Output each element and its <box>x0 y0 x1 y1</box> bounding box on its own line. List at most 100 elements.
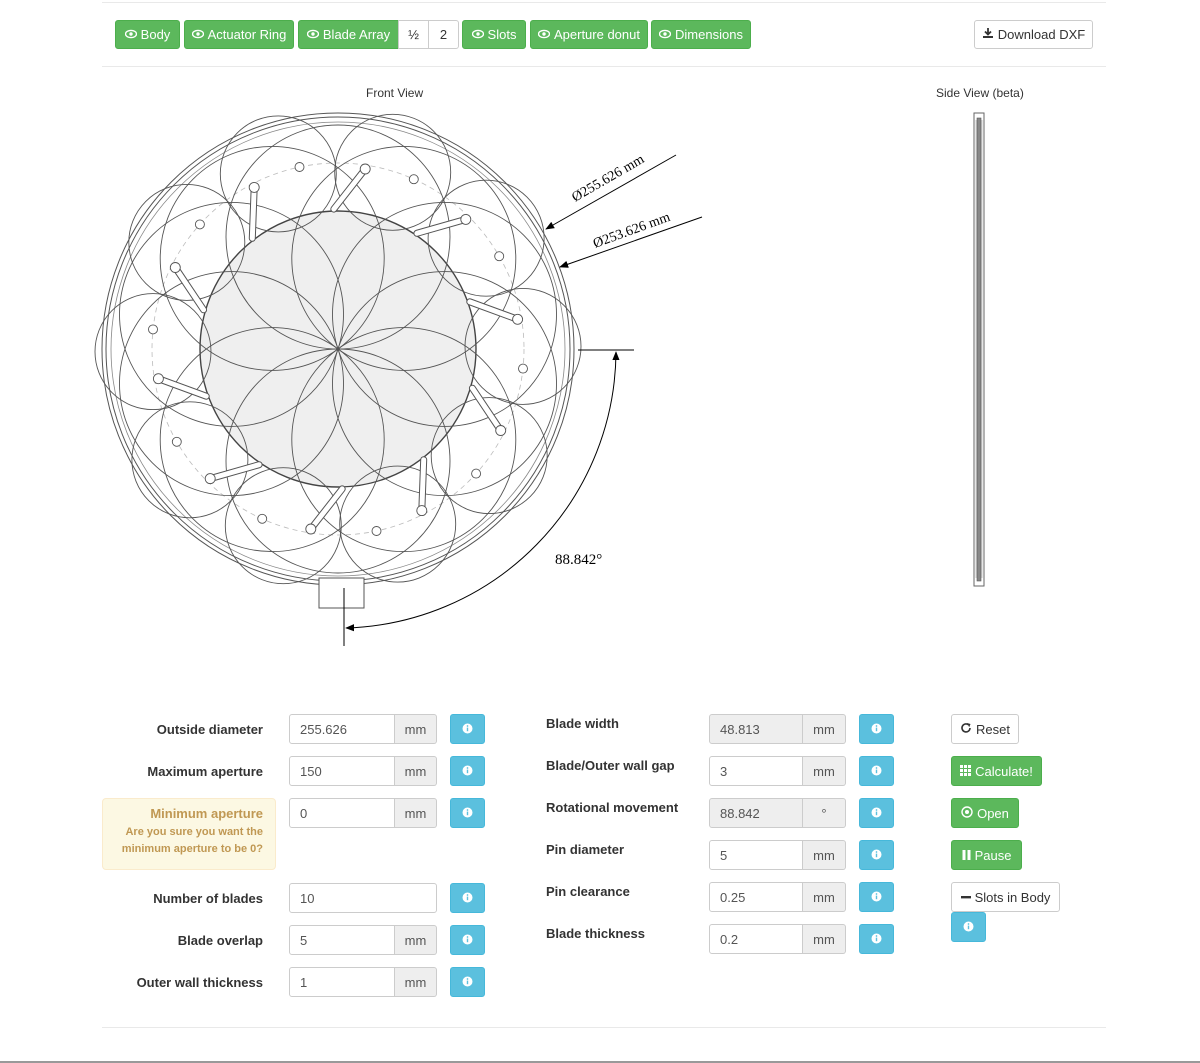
blade-array-two-button[interactable]: 2 <box>428 20 459 49</box>
pin-clearance-unit: mm <box>803 882 846 912</box>
outside-diameter-info-button[interactable] <box>450 714 485 744</box>
pin <box>148 324 158 335</box>
toggle-body-label: Body <box>140 27 171 42</box>
pin <box>305 523 317 535</box>
pin <box>294 162 305 172</box>
slots-in-body-button[interactable]: Slots in Body <box>951 882 1060 912</box>
reset-label: Reset <box>976 721 1010 737</box>
slot-fill <box>172 265 207 313</box>
wall-gap-unit: mm <box>803 756 846 786</box>
max-aperture-info-button[interactable] <box>450 756 485 786</box>
blade-overlap-info-button[interactable] <box>450 925 485 955</box>
blade-thickness-info-button[interactable] <box>859 924 894 954</box>
pin-clearance-input[interactable]: 0.25 <box>709 882 803 912</box>
toggle-dimensions-button[interactable]: Dimensions <box>651 20 751 49</box>
blade-overlap-input[interactable]: 5 <box>289 925 395 955</box>
num-blades-input[interactable]: 10 <box>289 883 437 913</box>
max-aperture-label: Maximum aperture <box>147 764 263 779</box>
download-dxf-button[interactable]: Download DXF <box>974 20 1093 49</box>
download-icon <box>982 27 994 42</box>
pause-button[interactable]: Pause <box>951 840 1022 870</box>
eye-icon <box>306 27 320 42</box>
info-icon <box>462 933 473 948</box>
pin-clearance-label: Pin clearance <box>546 884 630 899</box>
download-dxf-label: Download DXF <box>997 27 1086 42</box>
outer-wall-info-button[interactable] <box>450 967 485 997</box>
slot-fill <box>207 462 262 482</box>
rot-movement-info-button[interactable] <box>859 798 894 828</box>
blade-lobe <box>94 293 212 411</box>
rot-movement-input[interactable]: 88.842 <box>709 798 803 828</box>
blade-thickness-input[interactable]: 0.2 <box>709 924 803 954</box>
minus-icon <box>960 890 971 905</box>
max-aperture-input[interactable]: 150 <box>289 756 395 786</box>
rot-movement-unit: ° <box>803 798 846 828</box>
info-icon <box>871 848 882 863</box>
slots-in-body-label: Slots in Body <box>974 889 1051 905</box>
info-icon <box>963 920 974 935</box>
blade-overlap-unit: mm <box>395 925 437 955</box>
two-label: 2 <box>439 27 448 42</box>
blade-arc <box>119 271 344 497</box>
pin <box>171 436 182 447</box>
pin <box>495 425 507 436</box>
info-icon <box>462 806 473 821</box>
outside-diameter-unit: mm <box>395 714 437 744</box>
outer-dim-leader <box>545 154 677 230</box>
pin <box>416 505 428 517</box>
blade-array-half-button[interactable]: ½ <box>398 20 429 49</box>
eye-icon <box>471 27 484 42</box>
blade-lobe <box>334 113 452 231</box>
toggle-actuator-ring-button[interactable]: Actuator Ring <box>184 20 294 49</box>
pin <box>248 181 260 193</box>
reset-button[interactable]: Reset <box>951 714 1019 744</box>
front-view-title: Front View <box>366 86 424 100</box>
open-button[interactable]: Open <box>951 798 1019 828</box>
angle-dim-text: 88.842° <box>555 552 602 568</box>
min-aperture-input[interactable]: 0 <box>289 798 395 828</box>
slot-fill <box>249 184 257 241</box>
pin-clearance-info-button[interactable] <box>859 882 894 912</box>
bottom-divider <box>102 1027 1106 1028</box>
slot-fill <box>467 299 521 322</box>
slot-fill <box>419 457 427 514</box>
outer-dim-text: Ø255.626 mm <box>570 152 648 205</box>
pin <box>471 468 482 479</box>
outer-wall-input[interactable]: 1 <box>289 967 395 997</box>
outside-diameter-input[interactable]: 255.626 <box>289 714 395 744</box>
eye-icon <box>191 27 204 42</box>
min-aperture-info-button[interactable] <box>450 798 485 828</box>
front-view-drawing: Ø255.626 mm Ø253.626 mm 88.842° <box>94 112 703 646</box>
wall-gap-info-button[interactable] <box>859 756 894 786</box>
num-blades-info-button[interactable] <box>450 883 485 913</box>
blade-overlap-label: Blade overlap <box>177 933 263 948</box>
toolbar-divider <box>102 66 1106 67</box>
blade-width-info-button[interactable] <box>859 714 894 744</box>
blade-arc <box>159 145 385 371</box>
toggle-aperture-donut-button[interactable]: Aperture donut <box>530 20 648 49</box>
pin-diameter-info-button[interactable] <box>859 840 894 870</box>
eye-icon <box>124 27 137 42</box>
toggle-slots-button[interactable]: Slots <box>462 20 526 49</box>
pin <box>169 262 181 273</box>
toggle-blade-array-label: Blade Array <box>322 27 391 42</box>
wall-gap-input[interactable]: 3 <box>709 756 803 786</box>
blade-thickness-label: Blade thickness <box>546 926 645 941</box>
blade-width-input[interactable]: 48.813 <box>709 714 803 744</box>
pin <box>494 251 505 262</box>
min-aperture-label: Minimum aperture <box>150 806 263 821</box>
pin-diameter-unit: mm <box>803 840 846 870</box>
slots-in-body-info-button[interactable] <box>951 912 986 942</box>
toggle-body-button[interactable]: Body <box>115 20 180 49</box>
pin <box>518 363 528 374</box>
pin <box>512 313 524 325</box>
pin <box>257 513 268 524</box>
pin <box>359 163 371 175</box>
info-icon <box>871 764 882 779</box>
rot-movement-label: Rotational movement <box>546 800 679 815</box>
toggle-blade-array-button[interactable]: Blade Array <box>298 20 399 49</box>
pin-diameter-input[interactable]: 5 <box>709 840 803 870</box>
calculate-button[interactable]: Calculate! <box>951 756 1042 786</box>
calculate-label: Calculate! <box>975 763 1033 779</box>
top-divider <box>102 2 1106 3</box>
